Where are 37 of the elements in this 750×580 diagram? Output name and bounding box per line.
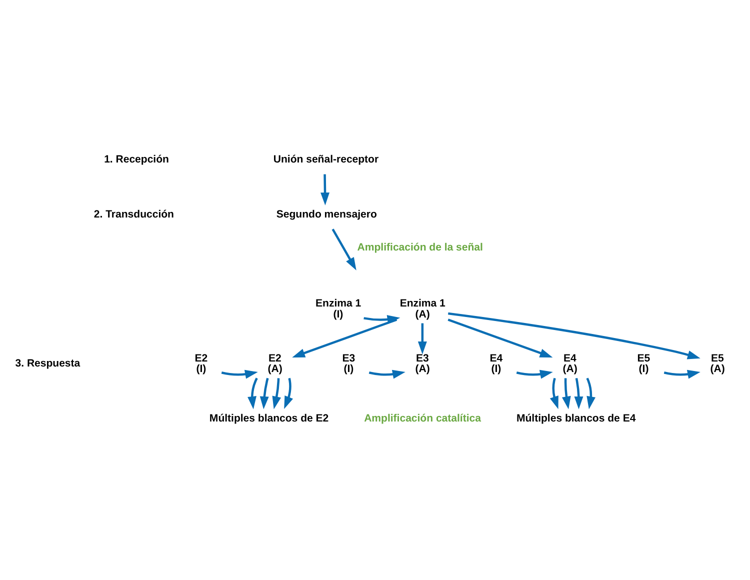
- label: 3. Respuesta: [15, 358, 80, 370]
- arrow: [221, 370, 258, 379]
- node-text: E5 (A): [710, 352, 725, 376]
- node-text: E3 (A): [415, 352, 430, 376]
- arrow: [418, 323, 427, 354]
- arrow: [516, 370, 553, 379]
- arrow: [368, 370, 406, 379]
- arrow: [292, 318, 398, 358]
- node-text: E4 (A): [562, 352, 578, 376]
- arrow: [448, 318, 553, 358]
- node-text: Enzima 1 (A): [400, 298, 446, 320]
- node-text: Unión señal-receptor: [273, 154, 379, 166]
- node-text: E4 (I): [490, 352, 503, 376]
- arrow: [562, 378, 571, 410]
- arrow: [284, 378, 294, 410]
- arrow: [586, 378, 596, 410]
- node-text: E2 (I): [194, 352, 208, 376]
- node-text: E3 (I): [342, 352, 356, 376]
- node-text: Múltiples blancos de E2: [209, 412, 329, 424]
- arrow: [574, 378, 584, 410]
- node-text: E2 (A): [268, 352, 282, 376]
- node-text: Segundo mensajero: [276, 208, 377, 221]
- arrow: [550, 378, 558, 410]
- edge-label: Amplificación de la señal: [357, 242, 483, 254]
- arrow: [272, 378, 282, 410]
- label: 2. Transducción: [94, 208, 174, 221]
- arrow: [664, 370, 700, 379]
- arrow: [320, 174, 330, 206]
- node-text: Enzima 1 (I): [316, 298, 362, 320]
- label: 1. Recepción: [104, 154, 169, 166]
- label: Amplificación catalítica: [364, 412, 481, 424]
- arrow: [248, 378, 258, 410]
- arrow: [260, 378, 269, 410]
- node-text: Múltiples blancos de E4: [516, 412, 636, 424]
- arrow: [332, 228, 356, 270]
- node-text: E5 (I): [637, 352, 650, 376]
- arrow: [448, 312, 700, 360]
